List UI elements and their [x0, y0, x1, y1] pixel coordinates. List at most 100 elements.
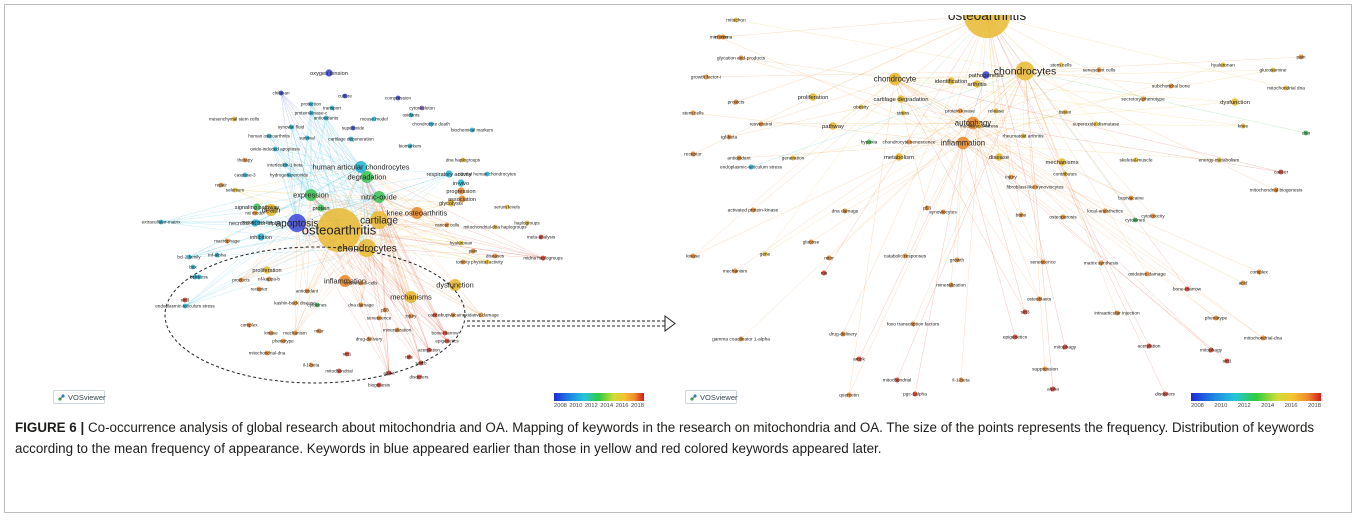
keyword-node	[1022, 309, 1028, 315]
keyword-label: physical activity	[471, 260, 504, 265]
link-line	[366, 247, 390, 374]
keyword-label: apoptosis	[276, 219, 319, 230]
keyword-label: mtor	[824, 256, 834, 262]
keyword-node	[316, 328, 322, 334]
link-line	[184, 166, 362, 307]
keyword-node	[457, 187, 465, 195]
keyword-label: complex	[240, 323, 258, 328]
keyword-label: superoxide	[342, 126, 365, 131]
link-line	[310, 194, 418, 214]
keyword-node	[1012, 334, 1018, 340]
link-line	[280, 92, 380, 221]
link-line	[254, 194, 312, 224]
link-line	[296, 166, 362, 224]
link-line	[338, 229, 422, 364]
link-line	[188, 194, 312, 258]
link-line	[234, 166, 362, 191]
keyword-node	[224, 238, 230, 244]
keyword-label: ros	[821, 271, 828, 277]
keyword-label: energy-metabolism	[1199, 158, 1240, 164]
link-line	[360, 166, 422, 364]
keyword-node	[266, 276, 272, 282]
link-line	[986, 15, 1012, 178]
keyword-label: mitophagy	[1054, 345, 1077, 351]
link-line	[962, 142, 1228, 362]
keyword-label: tissue	[1059, 110, 1072, 116]
keyword-label: chondrocytes	[337, 244, 396, 255]
keyword-node	[1224, 358, 1230, 364]
vosviewer-badge-left: VOSviewer	[53, 390, 106, 404]
keyword-label: intraarticular injection	[1094, 311, 1140, 317]
keyword-label: extracellular-matrix	[142, 220, 182, 225]
keyword-node	[444, 222, 450, 228]
keyword-label: macrophage	[214, 239, 240, 244]
link-line	[294, 194, 312, 334]
link-line	[234, 189, 298, 224]
link-line	[296, 222, 390, 374]
link-line	[1024, 70, 1054, 390]
keyword-node	[358, 302, 364, 308]
link-line	[160, 166, 362, 223]
link-line	[296, 173, 450, 224]
link-line	[972, 122, 1264, 339]
keyword-node	[1058, 62, 1064, 68]
link-line	[310, 112, 362, 168]
keyword-node	[1240, 280, 1246, 286]
keyword-label: growth factor-i	[691, 75, 721, 81]
keyword-node	[902, 253, 908, 259]
keyword-label: foxo transcription factors	[887, 322, 940, 328]
keyword-node	[1256, 269, 1262, 275]
link-line	[310, 194, 488, 263]
link-line	[378, 219, 482, 316]
keyword-node	[182, 297, 188, 303]
keyword-node	[1278, 169, 1284, 175]
link-line	[184, 194, 312, 307]
link-line	[894, 78, 974, 124]
keyword-label: culture	[338, 94, 352, 99]
keyword-node	[242, 172, 248, 178]
link-line	[986, 15, 1166, 395]
link-line	[1024, 70, 1172, 87]
keyword-node	[278, 90, 284, 96]
keyword-label: tgf-beta	[721, 135, 738, 141]
keyword-label: sirt3	[1020, 310, 1029, 316]
keyword-node	[1144, 271, 1150, 277]
keyword-node	[288, 124, 294, 130]
keyword-label: protection	[301, 102, 322, 107]
keyword-node	[524, 220, 530, 226]
keyword-label: kinase	[686, 254, 700, 260]
keyword-label: mitochondrial-dna haplogroups	[463, 225, 527, 230]
link-line	[366, 173, 450, 249]
legend-tick: 2012	[584, 403, 598, 409]
keyword-label: mtor	[314, 329, 324, 334]
keyword-label: dna haplogroups	[446, 158, 481, 163]
keyword-node	[888, 72, 902, 86]
keyword-node	[732, 268, 738, 274]
link-line	[760, 78, 896, 125]
link-line	[823, 15, 988, 274]
link-line	[378, 219, 544, 259]
keyword-label: chondrocytes	[994, 66, 1056, 78]
keyword-label: protein kinase	[945, 109, 975, 115]
keyword-node	[256, 286, 262, 292]
keyword-label: bupivacaine	[441, 313, 466, 318]
keyword-node	[1213, 315, 1219, 321]
keyword-node	[336, 368, 342, 374]
keyword-node	[982, 71, 990, 79]
keyword-node	[1240, 123, 1246, 129]
keyword-label: activated protein-kinase	[728, 208, 779, 214]
keyword-label: mitochondrial-dna	[1244, 336, 1282, 342]
link-line	[338, 229, 544, 259]
keyword-label: progression	[446, 189, 475, 195]
vosviewer-badge-label: VOSviewer	[68, 392, 106, 402]
legend-tick: 2016	[1284, 403, 1298, 409]
link-line	[274, 148, 298, 224]
link-line	[288, 174, 380, 198]
keyword-node	[790, 155, 796, 161]
link-line	[366, 224, 448, 249]
keyword-node	[158, 219, 164, 225]
link-line	[360, 166, 488, 263]
link-line	[296, 112, 312, 224]
link-line	[310, 103, 380, 221]
